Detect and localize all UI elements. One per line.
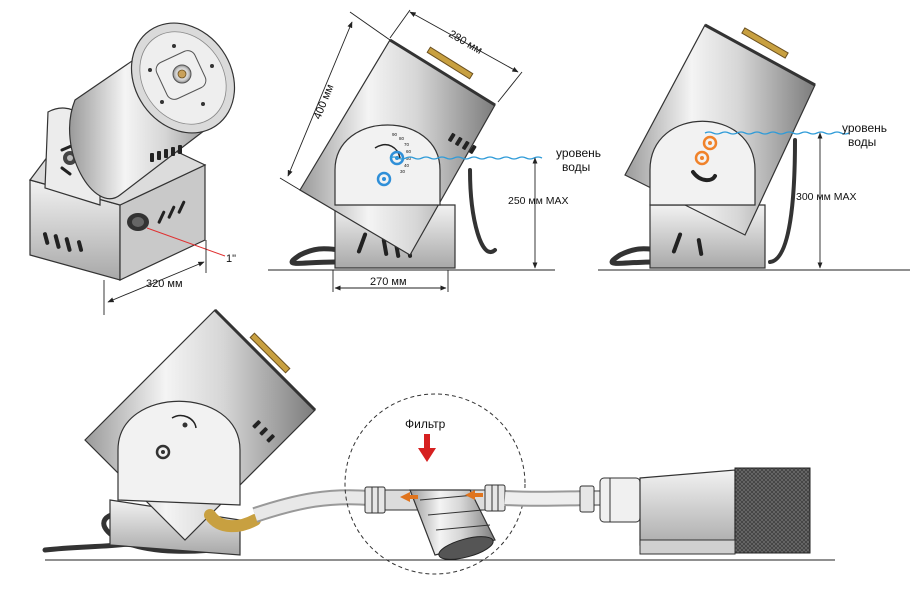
width-dimension-label: 320 мм [146, 278, 183, 290]
height-dimension-label: 400 мм [312, 83, 337, 121]
svg-text:70: 70 [404, 142, 410, 147]
knob-blue-lower[interactable] [376, 171, 392, 187]
water-level-label-line2: воды [848, 135, 876, 149]
water-level-label-line2: воды [562, 160, 590, 174]
svg-text:80: 80 [399, 136, 405, 141]
figure-1-isometric-device: 1" 320 мм [28, 22, 236, 315]
left-union-fitting [364, 486, 386, 514]
figure-2-side-view-250: 90 80 70 60 50 40 30 уровень воды 250 мм… [268, 9, 601, 292]
height-dimension-line [287, 21, 353, 177]
top-lamp-bar [249, 332, 291, 374]
svg-text:90: 90 [392, 132, 398, 137]
right-union-fitting [484, 484, 506, 512]
control-panel [334, 124, 441, 206]
connector-size-label: 1" [226, 253, 236, 265]
cylinder-vent-slots [252, 420, 275, 443]
filter-arrow [418, 434, 436, 462]
hose [289, 246, 348, 266]
max-depth-label: 250 мм MAX [508, 195, 569, 207]
max-depth-label: 300 мм MAX [796, 191, 857, 203]
filter-label: Фильтр [405, 417, 446, 431]
control-panel [117, 400, 241, 506]
knob-orange-lower[interactable] [694, 150, 710, 166]
knob-orange-upper[interactable] [702, 135, 718, 151]
water-level-line [389, 156, 543, 160]
figure-3-side-view-300: уровень воды 300 мм MAX [598, 23, 910, 271]
outlet-elbow [204, 509, 261, 533]
top-width-dimension-line [409, 11, 519, 73]
svg-text:50: 50 [406, 156, 412, 161]
figure-4-filter-installation: Фильтр [42, 308, 835, 575]
width-dimension-line [107, 261, 205, 303]
svg-text:30: 30 [400, 169, 406, 174]
face-bolts [148, 44, 214, 106]
dial-scale: 90 80 70 60 50 40 30 [392, 132, 412, 174]
svg-text:60: 60 [406, 149, 412, 154]
pump-grille [734, 467, 811, 554]
pump-union-fitting [579, 477, 641, 523]
flow-arrows [400, 490, 483, 502]
connector-leader-line [146, 227, 226, 257]
adjustment-knob[interactable] [155, 414, 197, 460]
base-vent-slots [671, 232, 704, 256]
inlet-connector [127, 213, 149, 231]
cylinder-vent-slots [150, 145, 182, 162]
pump-motor [639, 467, 811, 555]
cylinder-vent-slots [448, 132, 477, 154]
base-width-dimension-label: 270 мм [370, 276, 407, 288]
filter-body [384, 489, 496, 560]
top-width-dimension-label: 280 мм [447, 28, 485, 57]
top-lamp-bar [741, 27, 789, 59]
water-level-label-line1: уровень [842, 121, 887, 135]
base-vent-slots [42, 200, 186, 252]
water-level-label-line1: уровень [556, 146, 601, 160]
svg-text:40: 40 [404, 163, 410, 168]
filter-callout-circle [344, 393, 526, 575]
water-level-line [704, 131, 850, 135]
